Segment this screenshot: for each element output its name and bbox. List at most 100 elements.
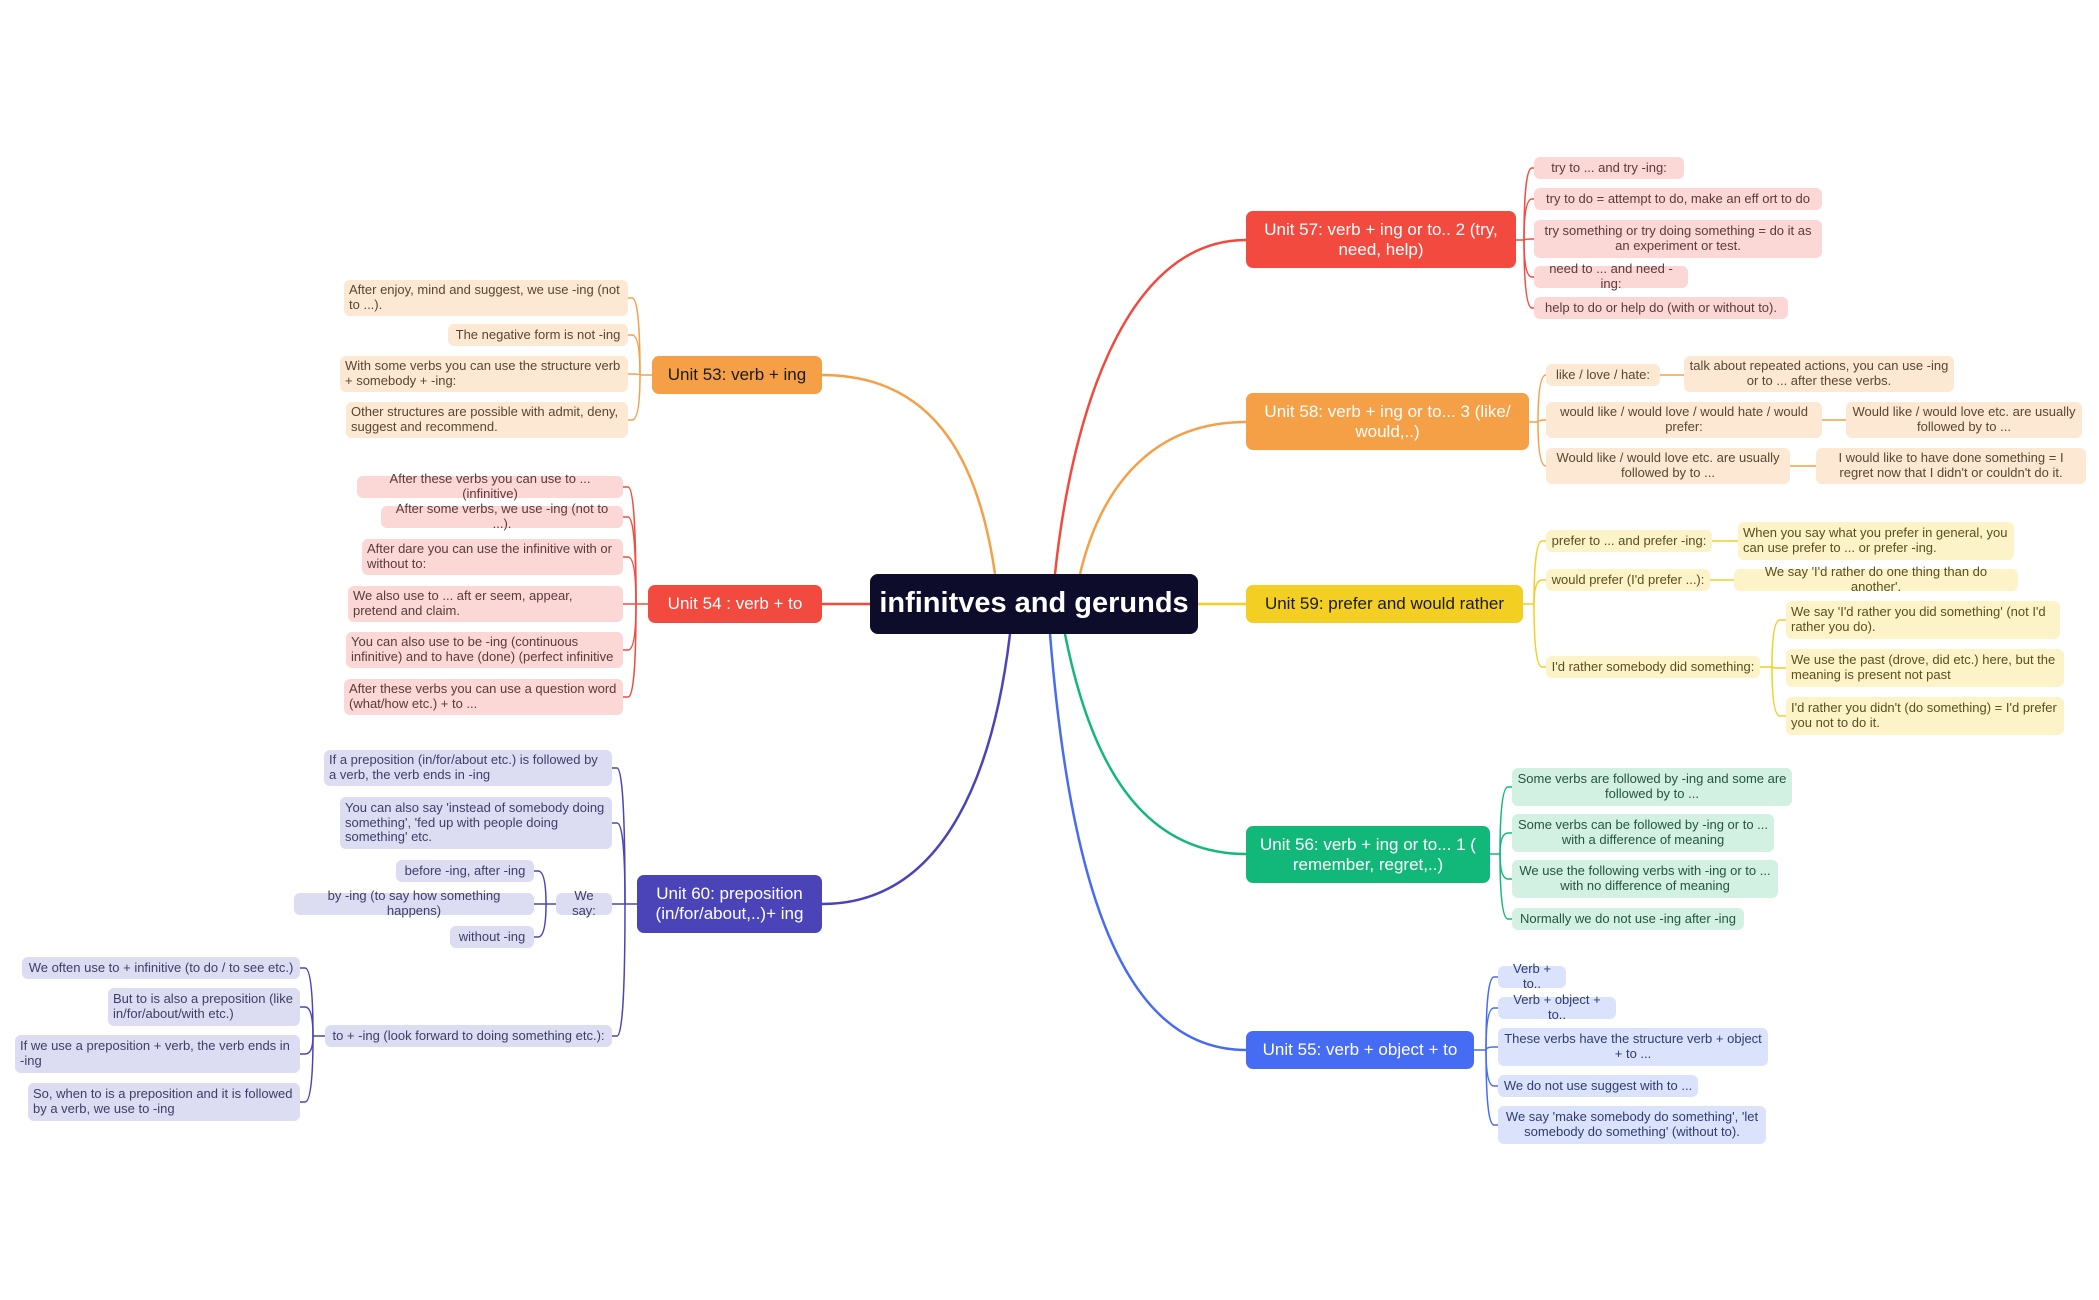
- connector-line: [1771, 619, 1786, 668]
- unit-57-item[interactable]: help to do or help do (with or without t…: [1534, 297, 1788, 319]
- unit-54-item[interactable]: After some verbs, we use -ing (not to ..…: [381, 501, 623, 531]
- we-say-item[interactable]: by -ing (to say how something happens): [294, 888, 534, 918]
- unit-57-item[interactable]: try something or try doing something = d…: [1534, 220, 1822, 258]
- unit-59-item[interactable]: would prefer (I'd prefer ...):: [1546, 569, 1710, 591]
- unit-59-item[interactable]: I'd rather somebody did something:: [1546, 656, 1760, 678]
- connector-line: [534, 903, 547, 938]
- unit-53-item[interactable]: With some verbs you can use the structur…: [340, 356, 628, 392]
- connector-line: [1533, 603, 1546, 668]
- to-ing-item[interactable]: If we use a preposition + verb, the verb…: [15, 1035, 300, 1073]
- connector-line: [612, 903, 626, 1037]
- unit-55-item[interactable]: We do not use suggest with to ...: [1498, 1075, 1698, 1097]
- unit-58-child[interactable]: Would like / would love etc. are usually…: [1846, 402, 2082, 438]
- connector-line: [1048, 633, 1247, 1052]
- connector-line: [628, 373, 641, 376]
- unit-57-item[interactable]: need to ... and need -ing:: [1534, 261, 1688, 291]
- unit-53-item[interactable]: Other structures are possible with admit…: [346, 402, 628, 438]
- to-ing-item[interactable]: We often use to + infinitive (to do / to…: [22, 957, 300, 979]
- connector-line: [1523, 238, 1534, 241]
- connector-line: [612, 822, 626, 905]
- connector-line: [1499, 853, 1512, 920]
- connector-line: [628, 374, 641, 421]
- connector-line: [1499, 786, 1512, 855]
- connector-line: [1485, 1049, 1498, 1126]
- unit-57-topic[interactable]: Unit 57: verb + ing or to.. 2 (try, need…: [1246, 211, 1516, 268]
- unit-56-item[interactable]: Some verbs can be followed by -ing or to…: [1512, 814, 1774, 852]
- unit-55-item[interactable]: Verb + to..: [1498, 961, 1566, 991]
- connector-line: [300, 1035, 314, 1055]
- unit-55-item[interactable]: These verbs have the structure verb + ob…: [1498, 1028, 1768, 1066]
- unit-53-item[interactable]: The negative form is not -ing: [448, 324, 628, 346]
- unit-60-item[interactable]: If a preposition (in/for/about etc.) is …: [324, 750, 612, 786]
- unit-58-item[interactable]: like / love / hate:: [1546, 364, 1660, 386]
- unit-58-topic[interactable]: Unit 58: verb + ing or to... 3 (like/ wo…: [1246, 393, 1529, 450]
- unit-55-item[interactable]: We say 'make somebody do something', 'le…: [1498, 1106, 1766, 1144]
- connector-line: [612, 767, 626, 905]
- unit-54-item[interactable]: After these verbs you can use to ... (in…: [357, 471, 623, 501]
- unit-56-item[interactable]: We use the following verbs with -ing or …: [1512, 860, 1778, 898]
- unit-59-child[interactable]: When you say what you prefer in general,…: [1738, 522, 2014, 560]
- unit-59-rather[interactable]: I'd rather you didn't (do something) = I…: [1786, 697, 2064, 735]
- connector-line: [1485, 1007, 1498, 1051]
- connector-line: [1523, 167, 1534, 241]
- unit-54-item[interactable]: After these verbs you can use a question…: [344, 679, 623, 715]
- connector-line: [1771, 666, 1786, 669]
- connector-line: [1537, 419, 1547, 423]
- we-say-item[interactable]: without -ing: [450, 926, 534, 948]
- connector-line: [623, 556, 637, 605]
- connector-line: [300, 967, 314, 1037]
- unit-60-item[interactable]: You can also say 'instead of somebody do…: [340, 797, 612, 849]
- connector-line: [1533, 540, 1546, 605]
- connector-line: [623, 516, 637, 605]
- connector-line: [1523, 239, 1534, 278]
- unit-53-item[interactable]: After enjoy, mind and suggest, we use -i…: [344, 280, 628, 316]
- connector-line: [1485, 976, 1498, 1051]
- connector-line: [1771, 666, 1786, 717]
- unit-59-rather[interactable]: We say 'I'd rather you did something' (n…: [1786, 601, 2060, 639]
- connector-line: [1533, 579, 1546, 605]
- unit-54-item[interactable]: You can also use to be -ing (continuous …: [346, 632, 623, 668]
- connector-line: [300, 1006, 314, 1037]
- connector-line: [1537, 374, 1547, 423]
- unit-54-item[interactable]: We also use to ... aft er seem, appear, …: [348, 586, 623, 622]
- to-ing-item[interactable]: So, when to is a preposition and it is f…: [28, 1083, 300, 1121]
- we-say-item[interactable]: before -ing, after -ing: [396, 860, 534, 882]
- connector-line: [628, 334, 641, 376]
- unit-58-child[interactable]: talk about repeated actions, you can use…: [1684, 356, 1954, 392]
- connector-line: [1537, 421, 1547, 467]
- unit-54-topic[interactable]: Unit 54 : verb + to: [648, 585, 822, 623]
- unit-59-item[interactable]: prefer to ... and prefer -ing:: [1546, 530, 1712, 552]
- unit-58-item[interactable]: Would like / would love etc. are usually…: [1546, 448, 1790, 484]
- unit-60-we-say[interactable]: We say:: [556, 888, 612, 918]
- unit-55-item[interactable]: Verb + object + to..: [1498, 992, 1616, 1022]
- connector-line: [1485, 1046, 1498, 1051]
- unit-60-to-ing[interactable]: to + -ing (look forward to doing somethi…: [325, 1025, 612, 1047]
- connector-line: [300, 1035, 314, 1103]
- unit-57-item[interactable]: try to do = attempt to do, make an eff o…: [1534, 188, 1822, 210]
- connector-line: [623, 603, 637, 651]
- unit-57-item[interactable]: try to ... and try -ing:: [1534, 157, 1684, 179]
- unit-56-topic[interactable]: Unit 56: verb + ing or to... 1 ( remembe…: [1246, 826, 1490, 883]
- unit-55-topic[interactable]: Unit 55: verb + object + to: [1246, 1031, 1474, 1069]
- connector-line: [534, 870, 547, 905]
- central-topic[interactable]: infinitves and gerunds: [870, 574, 1198, 634]
- unit-59-child[interactable]: We say 'I'd rather do one thing than do …: [1734, 564, 2018, 594]
- unit-53-topic[interactable]: Unit 53: verb + ing: [652, 356, 822, 394]
- unit-58-child[interactable]: I would like to have done something = I …: [1816, 448, 2086, 484]
- unit-58-item[interactable]: would like / would love / would hate / w…: [1546, 402, 1822, 438]
- unit-56-item[interactable]: Some verbs are followed by -ing and some…: [1512, 768, 1792, 806]
- connector-line: [623, 603, 637, 698]
- connector-line: [821, 373, 997, 575]
- unit-59-topic[interactable]: Unit 59: prefer and would rather: [1246, 585, 1523, 623]
- unit-59-rather[interactable]: We use the past (drove, did etc.) here, …: [1786, 649, 2064, 687]
- connector-line: [1523, 239, 1534, 309]
- connector-line: [1499, 832, 1512, 855]
- unit-60-topic[interactable]: Unit 60: preposition (in/for/about,..)+ …: [637, 875, 822, 933]
- to-ing-item[interactable]: But to is also a preposition (like in/fo…: [108, 988, 300, 1026]
- unit-56-item[interactable]: Normally we do not use -ing after -ing: [1512, 908, 1744, 930]
- connector-line: [1063, 633, 1247, 856]
- connector-line: [1078, 420, 1247, 575]
- connector-line: [1523, 198, 1534, 241]
- unit-54-item[interactable]: After dare you can use the infinitive wi…: [362, 539, 623, 575]
